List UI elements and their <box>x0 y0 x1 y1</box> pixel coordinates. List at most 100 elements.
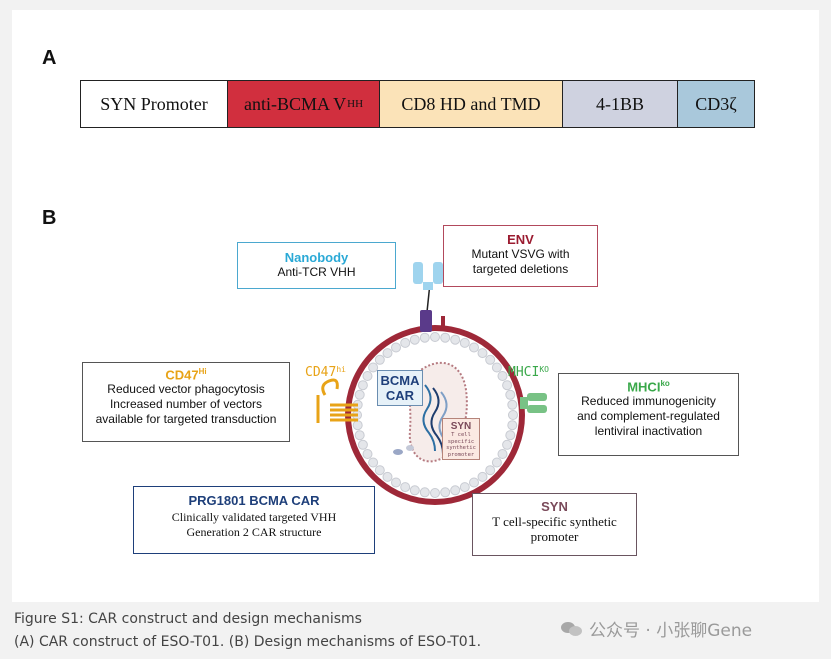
mhci-title-sup: ko <box>660 379 670 388</box>
segment-syn-promoter-label: SYN Promoter <box>100 93 208 114</box>
syn-cell-box: SYN T cell specific synthetic promoter <box>442 418 480 460</box>
env-callout: ENV Mutant VSVG with targeted deletions <box>443 225 598 287</box>
mhci-title: MHCIko <box>559 379 738 394</box>
matrix-bead <box>362 449 373 459</box>
matrix-bead-ring <box>352 332 518 498</box>
matrix-bead <box>368 457 379 468</box>
prg1801-callout: PRG1801 BCMA CAR Clinically validated ta… <box>133 486 375 554</box>
segment-41bb-label: 4-1BB <box>595 93 644 114</box>
segment-cd3z-label: CD3ζ <box>695 93 737 114</box>
mhci-cell-label: MHCIKO <box>508 365 549 381</box>
rna-strand-2 <box>430 387 444 455</box>
matrix-bead <box>391 342 401 353</box>
cd47-body: Reduced vector phagocytosis Increased nu… <box>95 382 277 427</box>
nanobody-body: Anti-TCR VHH <box>277 265 356 279</box>
panel-b-label: B <box>42 207 57 229</box>
nanobody-callout: Nanobody Anti-TCR VHH <box>237 242 396 289</box>
segment-cd3z: CD3ζ <box>678 81 754 127</box>
cd47-title-sup: Hi <box>198 367 207 376</box>
matrix-bead <box>469 477 479 488</box>
syn-body: T cell-specific synthetic promoter <box>492 514 617 544</box>
matrix-bead <box>391 477 401 488</box>
prg1801-body: Clinically validated targeted VHH Genera… <box>171 510 337 539</box>
wechat-icon <box>561 620 583 638</box>
bcma-car-label: BCMA CAR <box>377 370 423 406</box>
segment-41bb: 4-1BB <box>563 81 678 127</box>
matrix-bead <box>505 430 516 441</box>
figure-caption-title: Figure S1: CAR construct and design mech… <box>14 611 362 627</box>
protein-dot <box>406 445 414 451</box>
matrix-bead <box>374 465 385 476</box>
matrix-bead <box>409 334 420 345</box>
matrix-bead <box>508 410 518 420</box>
matrix-bead <box>400 337 411 348</box>
matrix-bead <box>485 354 496 365</box>
watermark-text: 公众号 · 小张聊Gene <box>589 621 753 641</box>
matrix-bead <box>382 348 393 359</box>
cd47-receptor-icon <box>316 378 358 423</box>
matrix-bead <box>477 471 488 482</box>
matrix-bead <box>354 389 365 400</box>
syn-callout: SYN T cell-specific synthetic promoter <box>472 493 637 556</box>
matrix-bead <box>419 332 430 343</box>
segment-cd8-label: CD8 HD and TMD <box>401 93 541 114</box>
matrix-bead <box>485 465 496 476</box>
cd47-cell-label: CD47hi <box>305 365 346 381</box>
matrix-bead <box>440 332 451 343</box>
matrix-bead <box>491 362 502 373</box>
matrix-bead <box>450 485 461 496</box>
nanobody-antibody-icon <box>413 262 443 290</box>
matrix-bead <box>469 342 479 353</box>
segment-cd8: CD8 HD and TMD <box>380 81 563 127</box>
env-anchor-icon <box>441 316 445 330</box>
segment-anti-bcma-subscript: HH <box>347 98 364 110</box>
mhci-ko-icon <box>520 393 547 413</box>
matrix-bead <box>357 380 368 391</box>
matrix-bead <box>502 439 513 450</box>
syn-cell-box-title: SYN <box>450 421 472 432</box>
matrix-bead <box>497 371 508 381</box>
watermark: 公众号 · 小张聊Gene <box>561 616 752 641</box>
matrix-bead <box>507 420 518 431</box>
matrix-bead <box>459 482 470 493</box>
matrix-bead <box>354 430 365 441</box>
matrix-bead <box>419 487 430 498</box>
cd47-callout: CD47Hi Reduced vector phagocytosis Incre… <box>82 362 290 442</box>
matrix-bead <box>430 488 440 498</box>
matrix-bead <box>400 482 411 493</box>
segment-syn-promoter: SYN Promoter <box>81 81 228 127</box>
mhci-callout: MHCIko Reduced immunogenicity and comple… <box>558 373 739 456</box>
env-title: ENV <box>507 232 534 247</box>
matrix-bead <box>440 487 451 498</box>
segment-anti-bcma-label: anti-BCMA V <box>243 93 347 114</box>
matrix-bead <box>352 420 363 431</box>
mhci-body: Reduced immunogenicity and complement-re… <box>577 394 720 439</box>
matrix-bead <box>374 354 385 365</box>
env-body: Mutant VSVG with targeted deletions <box>471 247 570 276</box>
cd47-title-text: CD47 <box>165 367 199 383</box>
syn-title: SYN <box>541 499 568 514</box>
panel-a-label: A <box>42 47 57 69</box>
protein-dot <box>393 449 403 455</box>
matrix-bead <box>497 449 508 459</box>
matrix-bead <box>507 399 518 410</box>
rna-strand-1 <box>422 384 436 452</box>
figure-caption-body: (A) CAR construct of ESO-T01. (B) Design… <box>14 634 482 650</box>
rna-strand-3 <box>438 391 448 441</box>
matrix-bead <box>505 389 516 400</box>
env-glycoprotein-icon <box>420 310 432 332</box>
cd47-title: CD47Hi <box>83 367 289 382</box>
matrix-bead <box>362 371 373 381</box>
nanobody-title: Nanobody <box>284 250 349 265</box>
matrix-bead <box>459 337 470 348</box>
matrix-bead <box>382 471 393 482</box>
matrix-bead <box>450 334 461 345</box>
matrix-bead <box>430 332 440 342</box>
mhci-title-text: MHCI <box>627 379 661 395</box>
matrix-bead <box>368 362 379 373</box>
prg1801-title: PRG1801 BCMA CAR <box>188 493 320 508</box>
matrix-bead <box>357 439 368 450</box>
